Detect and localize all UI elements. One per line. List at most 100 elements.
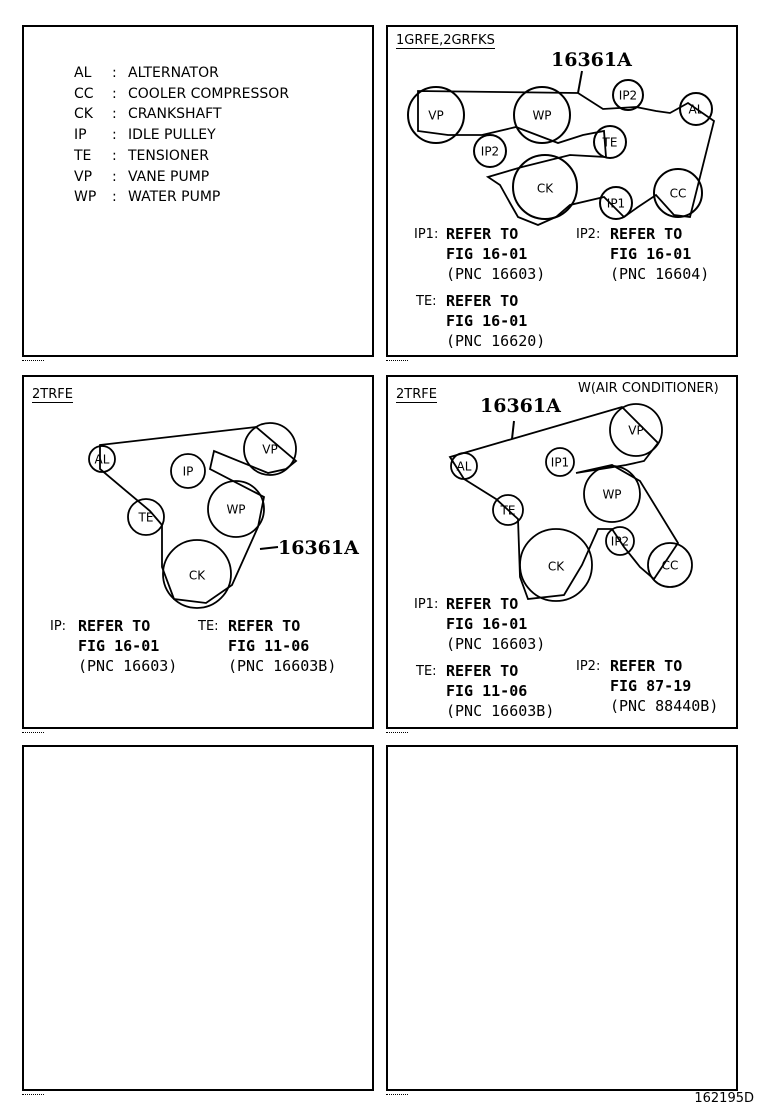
legend-colon: : — [112, 168, 117, 185]
ref-line-1: REFER TO — [446, 225, 519, 243]
ref-key: IP1: — [414, 227, 439, 242]
pulley-ip2: IP2 — [611, 535, 629, 549]
pulley-te: TE — [500, 504, 516, 518]
variant-label: W(AIR CONDITIONER) — [578, 381, 719, 396]
legend-name: TENSIONER — [128, 147, 209, 164]
ref-ip2: IP2: REFER TO FIG 16-01 (PNC 16604) — [576, 224, 710, 284]
ref-line-3: (PNC 16603B) — [446, 702, 555, 720]
legend-name: COOLER COMPRESSOR — [128, 85, 290, 102]
pulley-vp: VP — [428, 109, 443, 123]
ref-line-3: (PNC 16603) — [446, 635, 546, 653]
ref-line-3: (PNC 16603) — [78, 657, 178, 675]
ref-key: TE: — [198, 619, 219, 634]
empty-panel-left — [22, 745, 374, 1095]
ref-line-2: FIG 16-01 — [446, 245, 528, 263]
legend-name: IDLE PULLEY — [128, 127, 216, 144]
ref-line-3: (PNC 88440B) — [610, 697, 719, 715]
legend-name: VANE PUMP — [128, 168, 210, 185]
pulley-vp: VP — [262, 443, 277, 457]
ref-line-2: FIG 11-06 — [446, 682, 528, 700]
legend-abbr: CK — [74, 106, 93, 123]
legend-row: AL:ALTERNATOR — [74, 65, 219, 81]
ref-line-3: (PNC 16604) — [610, 265, 710, 283]
engine-label: 1GRFE,2GRFKS — [396, 33, 495, 49]
ref-key: IP: — [50, 619, 67, 634]
panel-2trfe-aircon: 2TRFE W(AIR CONDITIONER) 16361A AL VP IP… — [386, 375, 738, 733]
legend-abbr: IP — [74, 127, 87, 144]
ref-line-2: FIG 16-01 — [446, 615, 528, 633]
legend-row: CC: COOLER COMPRESSOR — [74, 86, 289, 102]
belt-diagram-1grfe: VP WP IP2 AL TE IP2 CK IP1 CC — [407, 70, 716, 226]
pulley-wp: WP — [226, 503, 245, 517]
ref-ip: IP: REFER TO FIG 16-01 (PNC 16603) — [50, 616, 178, 676]
pulley-ip2-top: IP2 — [619, 89, 637, 103]
ref-key: IP2: — [576, 227, 601, 242]
pulley-al: AL — [457, 460, 472, 474]
legend-colon: : — [112, 85, 117, 102]
pulley-cc: CC — [662, 559, 679, 573]
ref-line-2: FIG 16-01 — [446, 312, 528, 330]
ref-te: TE: REFER TO FIG 11-06 (PNC 16603B) — [416, 661, 555, 721]
ref-line-1: REFER TO — [610, 657, 683, 675]
pulley-al: AL — [95, 453, 110, 467]
legend-panel: AL:ALTERNATOR CC: COOLER COMPRESSOR CK: CRAN… — [22, 25, 374, 361]
pulley-wp: WP — [602, 488, 621, 502]
ref-line-2: FIG 16-01 — [610, 245, 692, 263]
ref-line-3: (PNC 16603B) — [228, 657, 337, 675]
figure-id: 162195D — [694, 1091, 754, 1106]
legend-name: WATER PUMP — [128, 189, 221, 206]
ref-key: IP1: — [414, 597, 439, 612]
legend-colon: : — [112, 189, 117, 206]
pulley-al: AL — [689, 103, 704, 117]
legend-name: CRANKSHAFT — [128, 106, 222, 123]
ref-te: TE: REFER TO FIG 11-06 (PNC 16603B) — [198, 616, 337, 676]
pulley-cc: CC — [670, 187, 687, 201]
legend-row: TE: TENSIONER — [74, 148, 209, 164]
legend-colon: : — [112, 106, 117, 123]
ref-te: TE: REFER TO FIG 16-01 (PNC 16620) — [416, 291, 546, 351]
legend-colon: : — [112, 65, 117, 81]
pulley-ck: CK — [189, 569, 206, 583]
ref-line-3: (PNC 16620) — [446, 332, 546, 350]
pulley-ip: IP — [183, 465, 194, 479]
part-number: 16361A — [551, 49, 632, 71]
ref-ip1: IP1: REFER TO FIG 16-01 (PNC 16603) — [414, 224, 546, 284]
ref-line-3: (PNC 16603) — [446, 265, 546, 283]
pulley-te: TE — [138, 511, 154, 525]
ref-line-1: REFER TO — [446, 292, 519, 310]
ref-ip2: IP2: REFER TO FIG 87-19 (PNC 88440B) — [576, 656, 719, 716]
panel-1grfe-2grfks: 1GRFE,2GRFKS 16361A VP WP IP2 AL TE IP2 … — [386, 25, 738, 361]
legend-row: WP: WATER PUMP — [74, 189, 220, 205]
ref-key: TE: — [416, 664, 437, 679]
pulley-ck: CK — [537, 182, 554, 196]
legend-row: CK: CRANKSHAFT — [74, 106, 222, 122]
ref-line-2: FIG 16-01 — [78, 637, 160, 655]
legend-row: VP:VANE PUMP — [74, 169, 209, 185]
pulley-ip1: IP1 — [551, 456, 569, 470]
legend-abbr: TE — [74, 147, 92, 164]
pulley-vp: VP — [628, 424, 643, 438]
pulley-ip2-left: IP2 — [481, 145, 499, 159]
part-number: 16361A — [480, 395, 561, 417]
pulley-ck: CK — [548, 560, 565, 574]
ref-line-2: FIG 87-19 — [610, 677, 692, 695]
pulley-te: TE — [602, 136, 618, 150]
legend-colon: : — [112, 147, 117, 164]
panel-2trfe: 2TRFE 16361A AL VP IP TE WP CK IP: REFER… — [22, 375, 374, 733]
ref-line-2: FIG 11-06 — [228, 637, 310, 655]
ref-line-1: REFER TO — [228, 617, 301, 635]
belt-diagram-2trfe: AL VP IP TE WP CK — [88, 422, 298, 609]
ref-line-1: REFER TO — [78, 617, 151, 635]
pulley-wp: WP — [532, 109, 551, 123]
engine-label: 2TRFE — [396, 387, 437, 403]
legend-row: IP: IDLE PULLEY — [74, 127, 216, 143]
ref-ip1: IP1: REFER TO FIG 16-01 (PNC 16603) — [414, 594, 546, 654]
legend-abbr: CC — [74, 85, 94, 102]
engine-label: 2TRFE — [32, 387, 73, 403]
legend-abbr: WP — [74, 189, 97, 206]
legend-colon: : — [112, 127, 117, 144]
part-number: 16361A — [278, 537, 359, 559]
belt-diagram-2trfe-aircon: AL VP IP1 WP TE IP2 CK CC — [448, 403, 693, 602]
ref-key: IP2: — [576, 659, 601, 674]
pulley-ip1: IP1 — [607, 197, 625, 211]
